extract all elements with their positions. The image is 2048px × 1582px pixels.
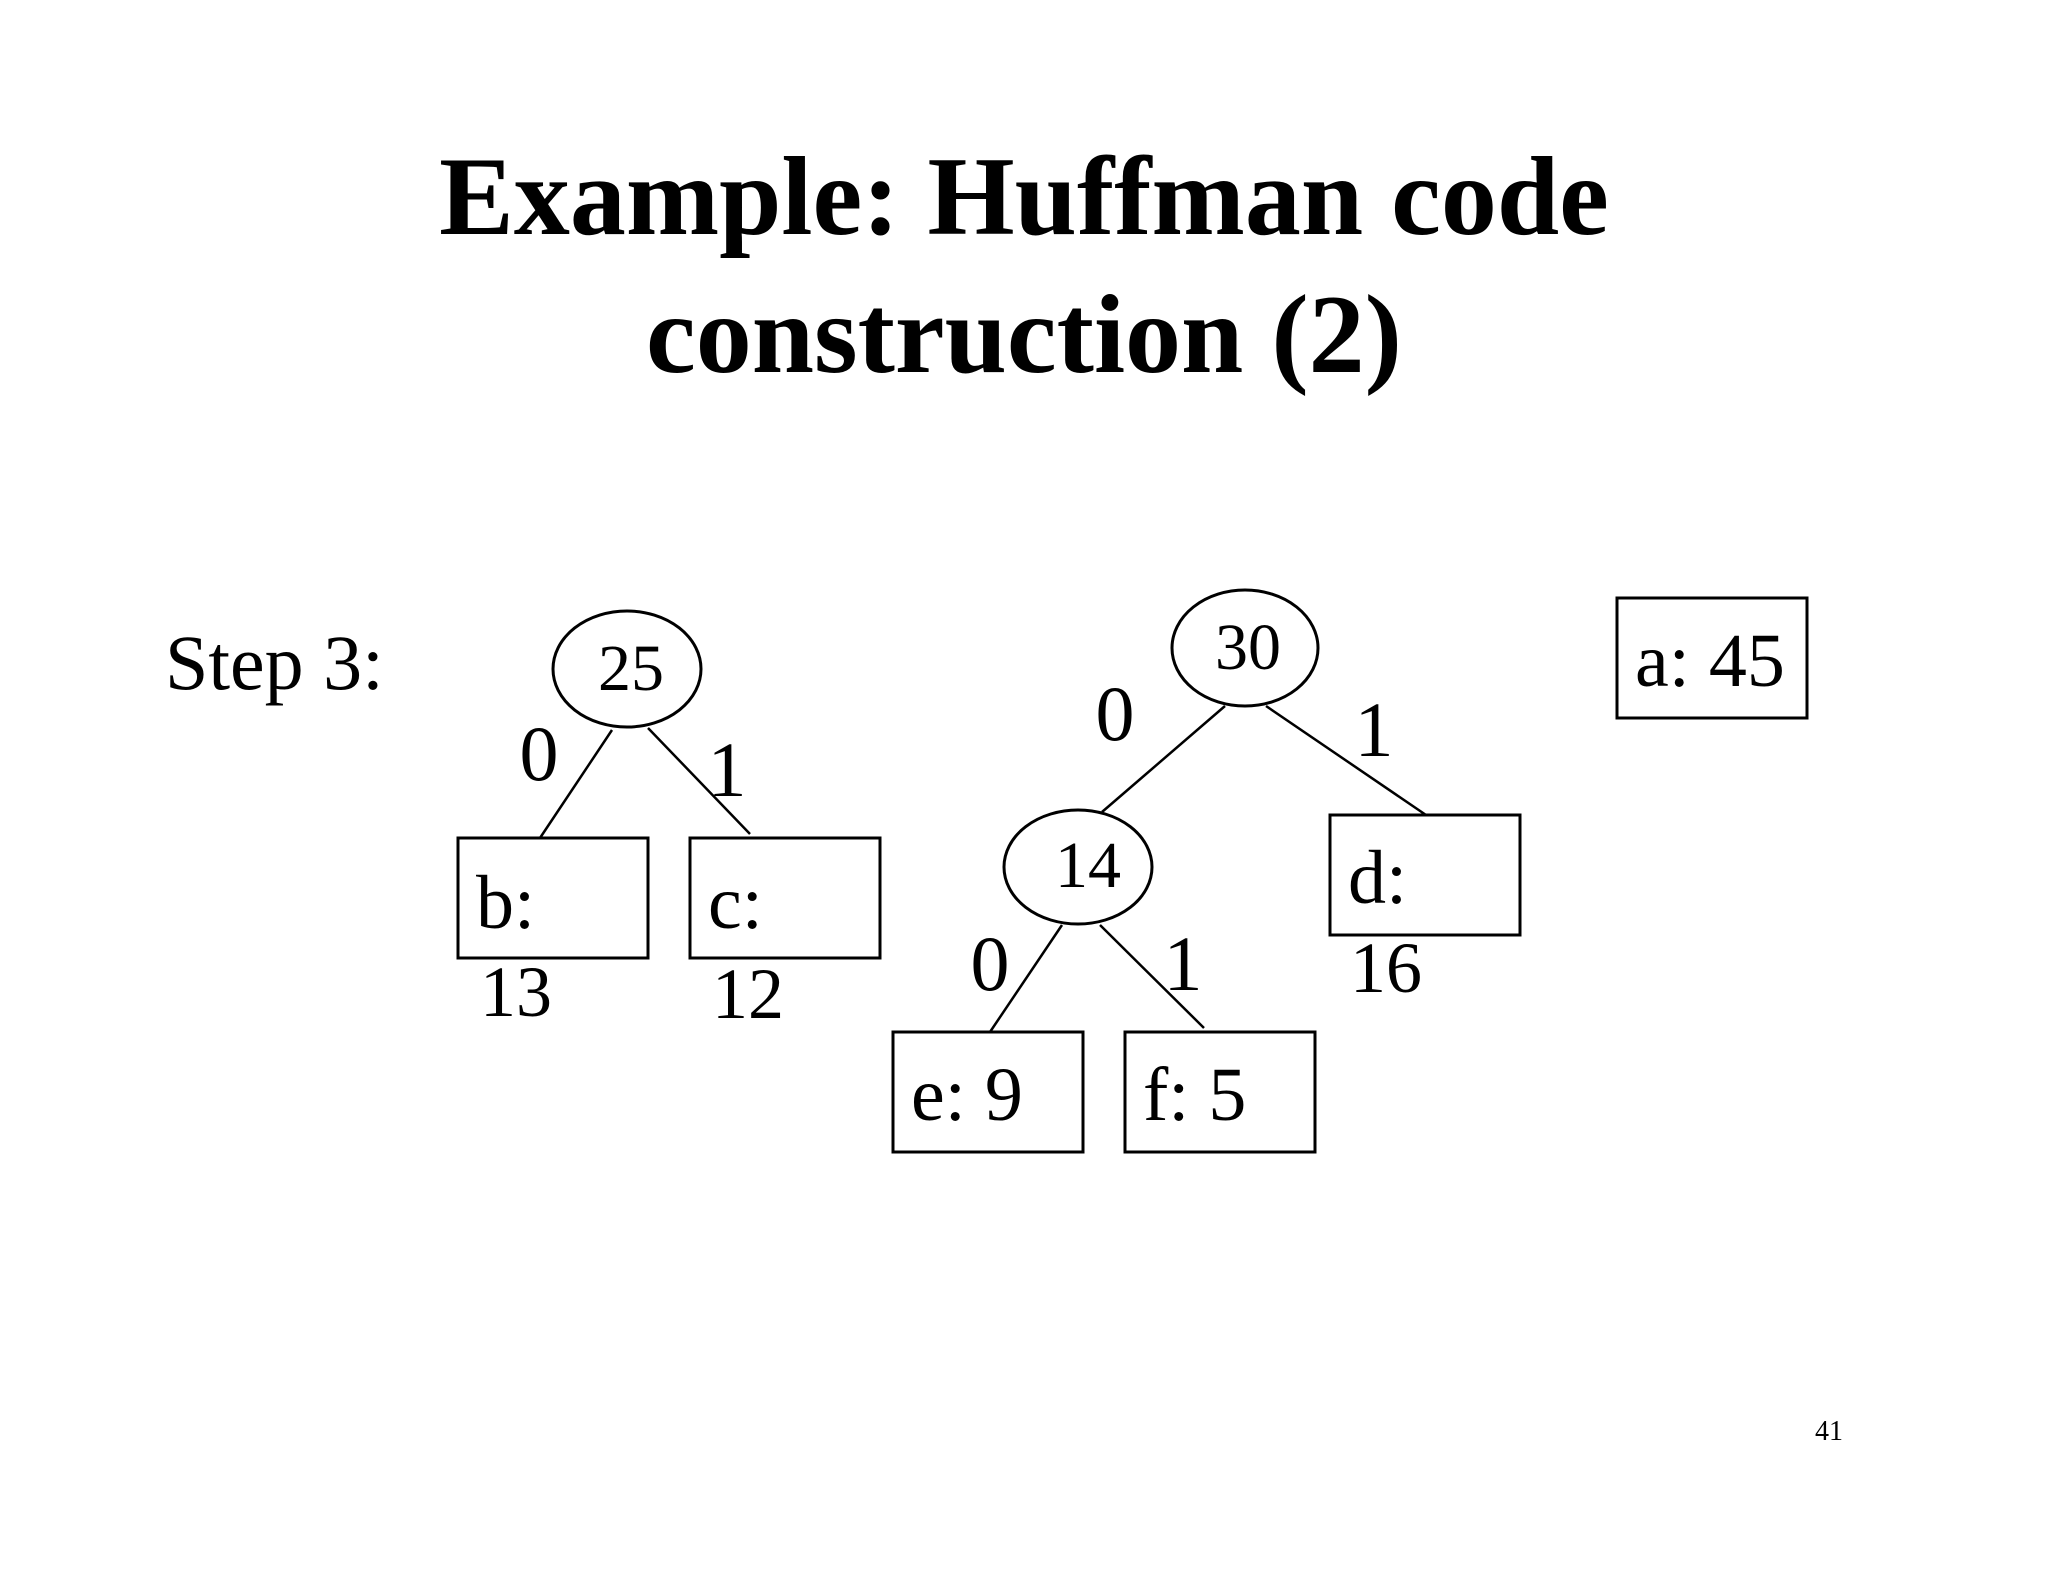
slide-title-line-2: construction (2) xyxy=(646,273,1402,397)
edge-label-30-right: 1 xyxy=(1355,686,1394,773)
leaf-b-weight: 13 xyxy=(480,952,552,1032)
edge-30-to-14 xyxy=(1101,705,1226,813)
leaf-a-box xyxy=(1615,596,1809,720)
tree-a: a: 45 xyxy=(1615,596,1809,720)
leaf-d-weight: 16 xyxy=(1350,928,1422,1008)
node-14 xyxy=(1002,808,1154,926)
slide-title-line-1: Example: Huffman code xyxy=(439,135,1609,259)
leaf-b-box xyxy=(456,836,650,960)
step-label: Step 3: xyxy=(165,619,384,706)
slide-title: Example: Huffman code construction (2) xyxy=(0,128,2048,404)
page-number: 41 xyxy=(1815,1416,1843,1447)
leaf-d-box xyxy=(1328,813,1522,937)
node-25-label: 25 xyxy=(598,632,664,705)
leaf-a-label: a: 45 xyxy=(1635,619,1785,703)
edge-30-to-d xyxy=(1265,704,1427,817)
leaf-c-box xyxy=(688,836,882,960)
edge-14-to-e xyxy=(988,924,1064,1033)
tree-25: 25 0 1 b: 13 c: 12 xyxy=(456,609,882,1034)
edge-label-14-right: 1 xyxy=(1164,920,1203,1007)
edge-label-30-left: 0 xyxy=(1096,670,1135,757)
leaf-e-label: e: 9 xyxy=(911,1053,1023,1137)
node-30 xyxy=(1170,588,1320,708)
leaf-f-box xyxy=(1123,1030,1317,1154)
leaf-b-label: b: xyxy=(476,861,535,945)
edge-25-to-c xyxy=(647,727,751,835)
edge-label-25-right: 1 xyxy=(708,726,747,813)
edge-label-14-left: 0 xyxy=(971,920,1010,1007)
leaf-d-label: d: xyxy=(1348,836,1407,920)
tree-30: 30 0 1 14 0 1 e: 9 f: 5 d: 16 xyxy=(891,588,1522,1154)
edge-14-to-f xyxy=(1099,924,1205,1029)
node-30-label: 30 xyxy=(1215,611,1281,684)
leaf-e-box xyxy=(891,1030,1085,1154)
node-25 xyxy=(551,609,703,729)
edge-25-to-b xyxy=(538,729,614,839)
leaf-c-weight: 12 xyxy=(712,954,784,1034)
leaf-c-label: c: xyxy=(708,861,763,945)
edge-label-25-left: 0 xyxy=(520,710,559,797)
leaf-f-label: f: 5 xyxy=(1143,1053,1246,1137)
node-14-label: 14 xyxy=(1055,829,1121,902)
